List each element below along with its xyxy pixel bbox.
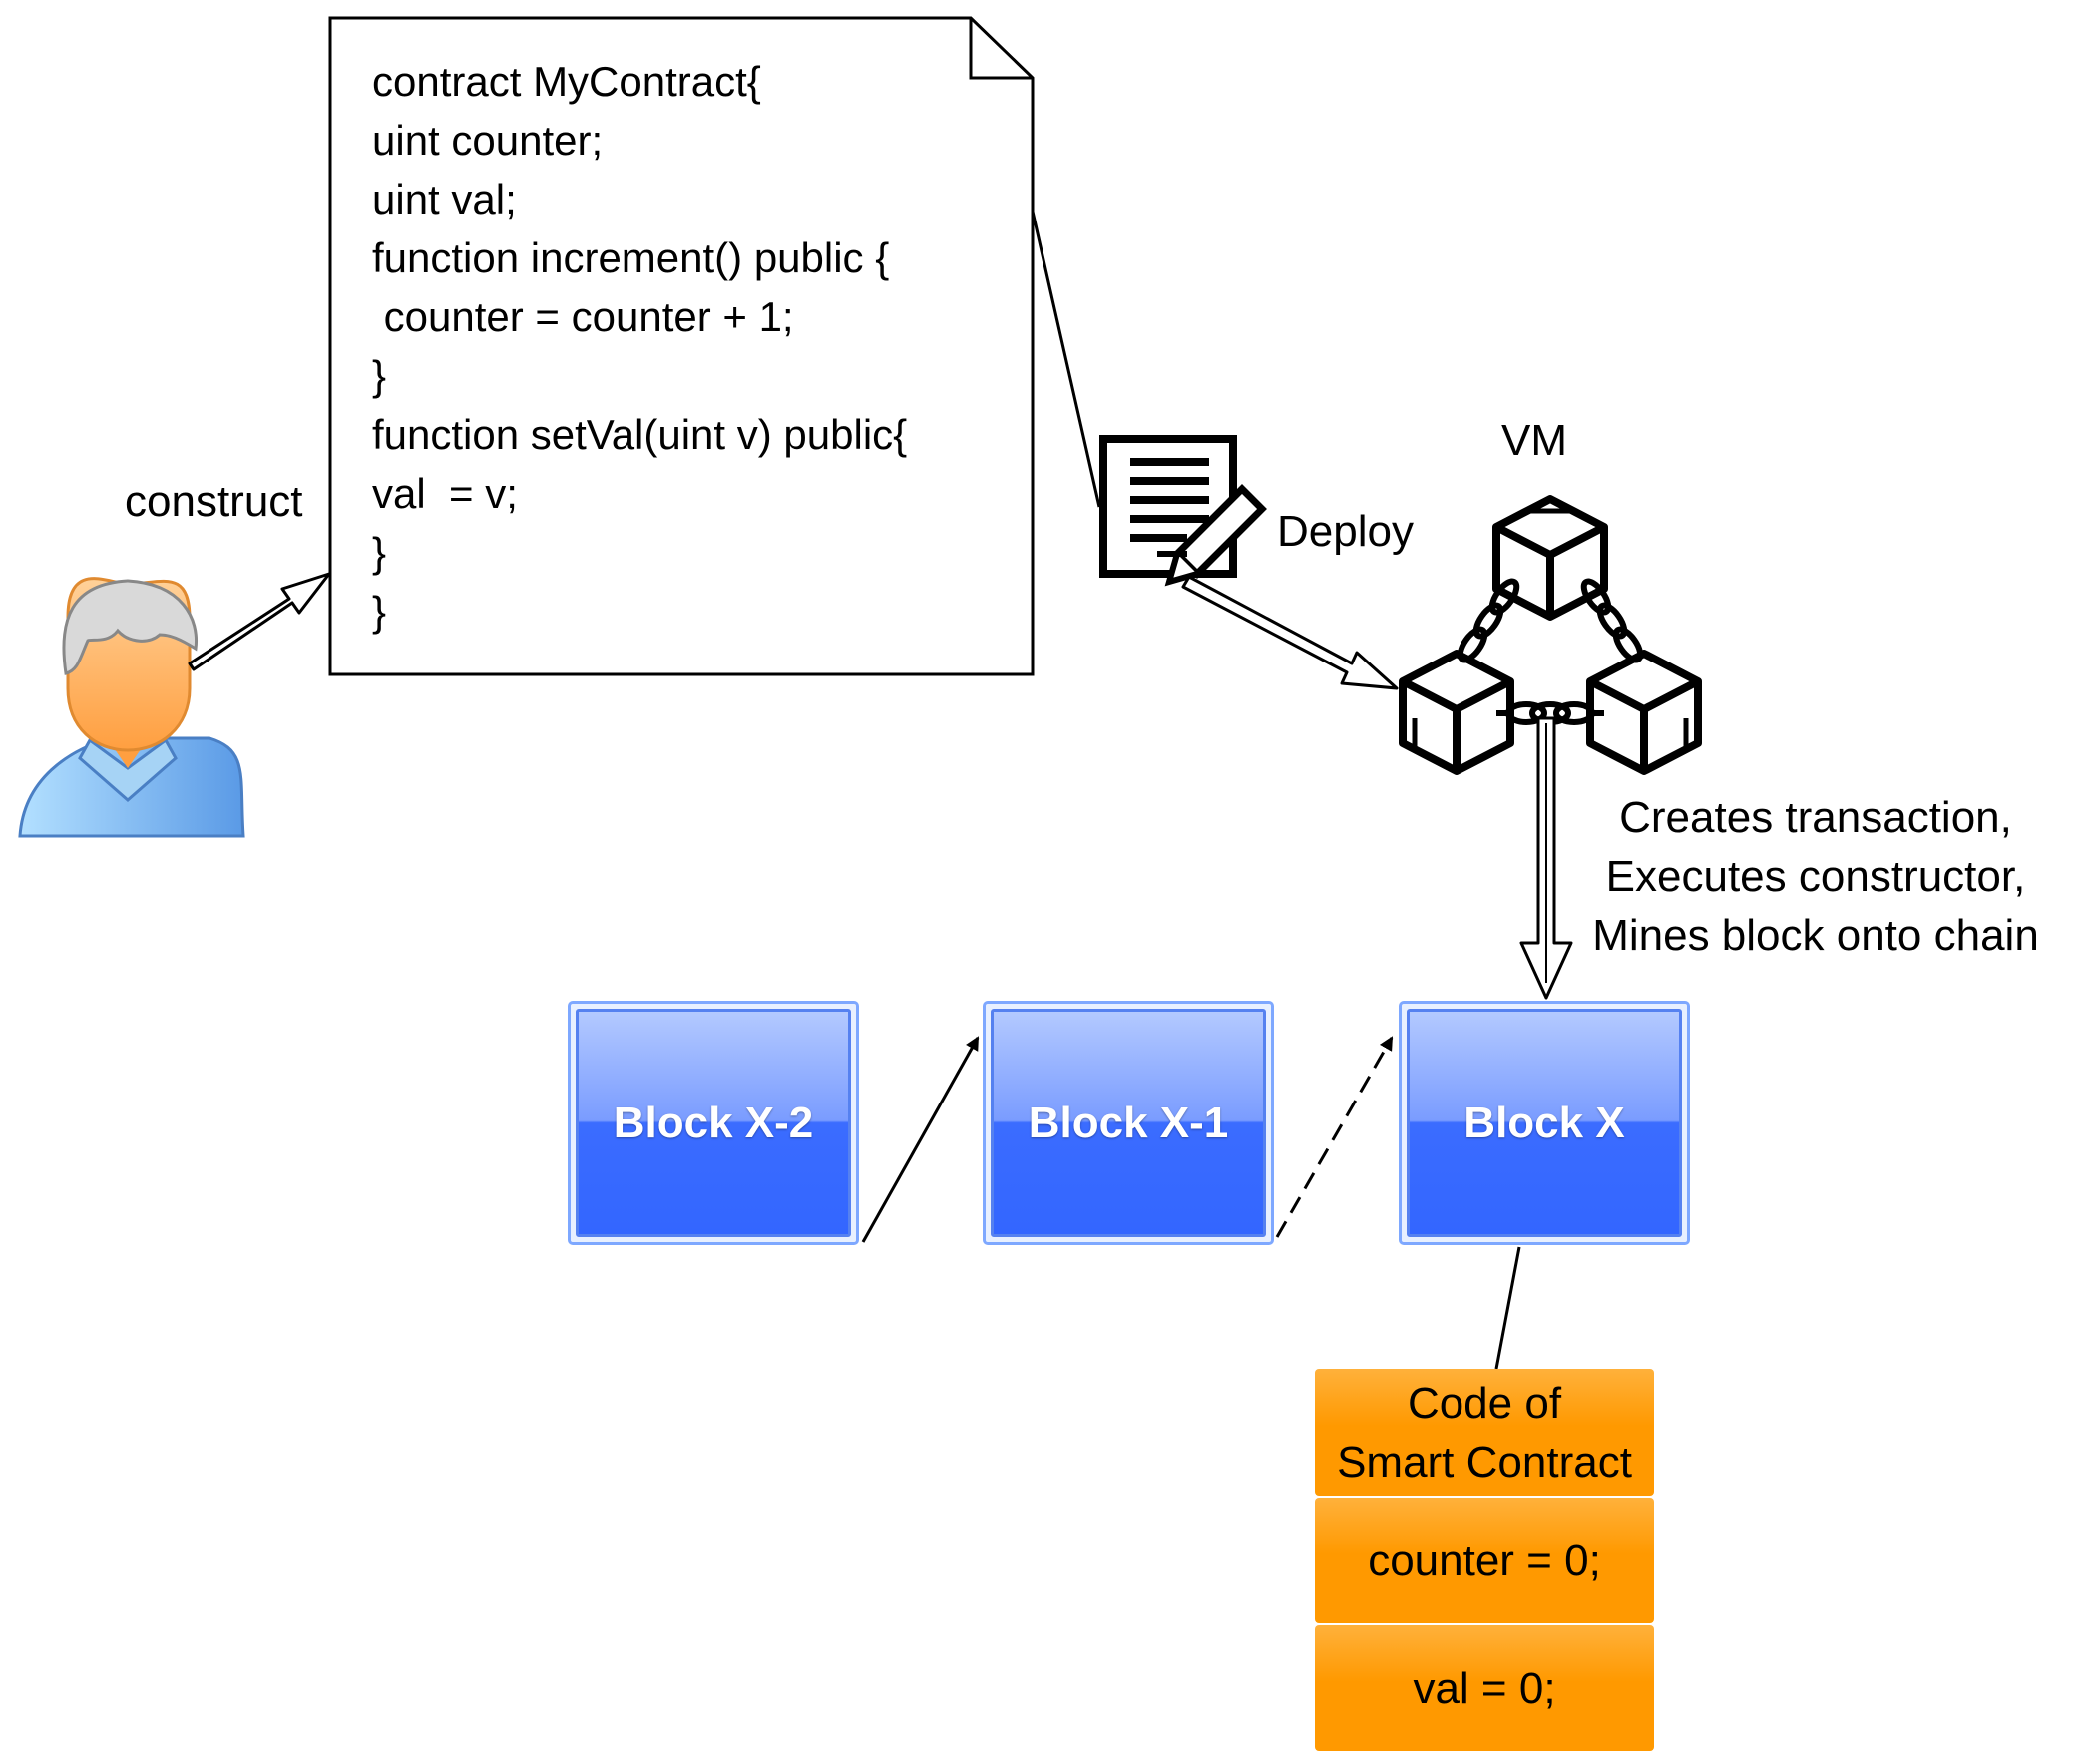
vm-action-line: Creates transaction, bbox=[1619, 793, 2012, 842]
document-fold bbox=[969, 18, 1033, 80]
block-x2-to-x1-arrow bbox=[861, 1036, 980, 1243]
blockchain-network-icon bbox=[1399, 495, 1702, 775]
deploy-arrow bbox=[1181, 575, 1399, 690]
smart-contract-code-cell: Code of Smart Contract bbox=[1315, 1369, 1654, 1496]
code-line: } bbox=[372, 588, 387, 635]
val-storage-cell: val = 0; bbox=[1315, 1625, 1654, 1751]
val-value: val = 0; bbox=[1413, 1663, 1556, 1713]
code-line: uint counter; bbox=[372, 117, 604, 164]
vm-actions-label: Creates transaction, Executes constructo… bbox=[1556, 788, 2075, 965]
vm-action-line: Mines block onto chain bbox=[1592, 911, 2039, 960]
code-document bbox=[328, 16, 1035, 676]
block-label: Block X-1 bbox=[1028, 1098, 1229, 1147]
block-label: Block X-2 bbox=[613, 1098, 814, 1147]
code-line: function increment() public { bbox=[372, 234, 890, 281]
storage-title-line: Code of bbox=[1407, 1378, 1562, 1428]
storage-title-line: Smart Contract bbox=[1337, 1437, 1632, 1487]
counter-storage-cell: counter = 0; bbox=[1315, 1498, 1654, 1623]
block-label: Block X bbox=[1463, 1098, 1625, 1147]
code-line: counter = counter + 1; bbox=[372, 293, 794, 340]
block-x-1: Block X-1 bbox=[983, 1001, 1274, 1245]
code-line: val = v; bbox=[372, 470, 518, 517]
construct-arrow bbox=[188, 572, 331, 671]
code-line: uint val; bbox=[372, 176, 517, 222]
vm-action-line: Executes constructor, bbox=[1605, 852, 2026, 901]
document-sign-icon bbox=[1099, 435, 1267, 587]
deploy-label: Deploy bbox=[1277, 507, 1414, 556]
code-line: function setVal(uint v) public{ bbox=[372, 411, 908, 458]
user-icon bbox=[18, 577, 245, 838]
vm-to-block-arrow bbox=[1519, 716, 1573, 1000]
block-x-2: Block X-2 bbox=[568, 1001, 859, 1245]
vm-label: VM bbox=[1501, 416, 1567, 465]
code-line: } bbox=[372, 529, 387, 576]
block-x-to-storage-line bbox=[1494, 1246, 1521, 1370]
code-line: } bbox=[372, 352, 387, 399]
block-x1-to-x-dashed-arrow bbox=[1275, 1036, 1394, 1238]
block-x: Block X bbox=[1399, 1001, 1690, 1245]
code-line: contract MyContract{ bbox=[372, 58, 761, 105]
counter-value: counter = 0; bbox=[1368, 1536, 1601, 1585]
construct-label: construct bbox=[125, 477, 303, 526]
document-to-deploy-line bbox=[1031, 211, 1101, 508]
code-text: contract MyContract{ uint counter; uint va… bbox=[372, 52, 907, 641]
